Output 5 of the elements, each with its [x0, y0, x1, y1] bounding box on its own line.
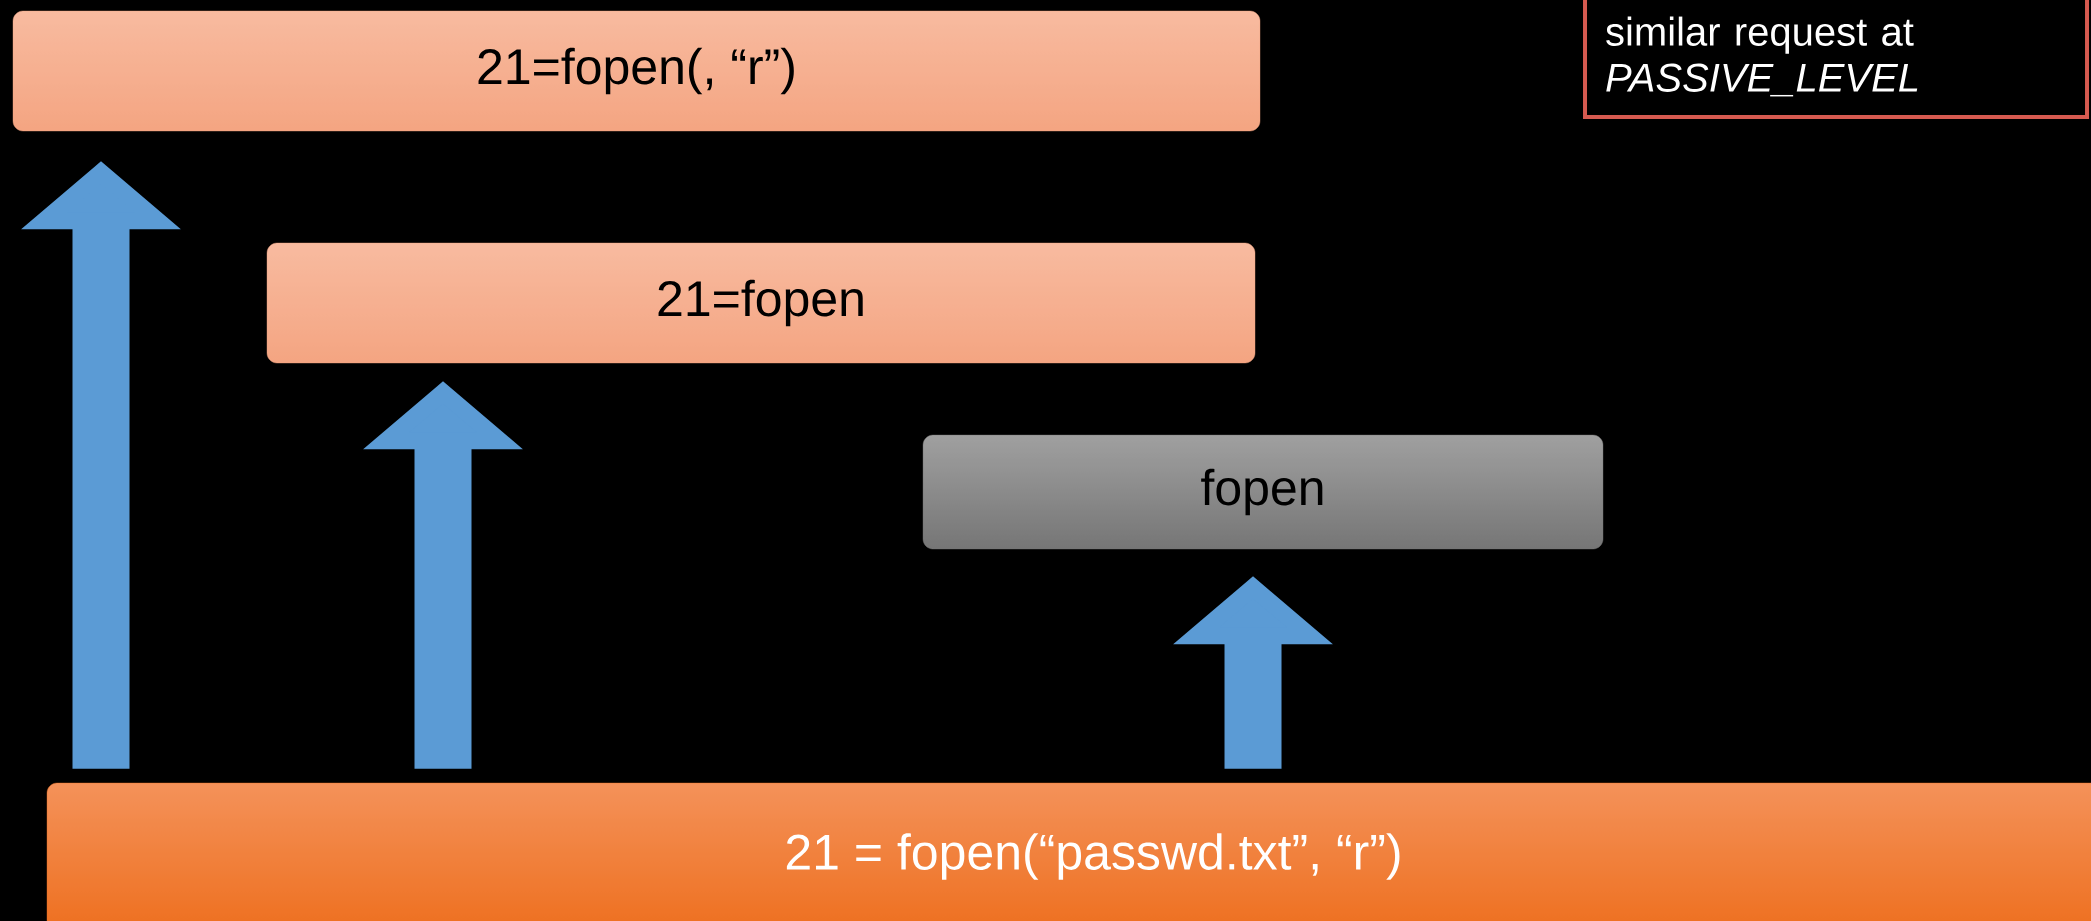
note-box: similar request at PASSIVE_LEVEL — [1583, 0, 2090, 119]
process-box: 21=fopen(, “r”) — [12, 10, 1261, 132]
process-box: fopen — [922, 434, 1604, 550]
process-box: 21=fopen — [266, 242, 1256, 364]
process-box: 21 = fopen(“passwd.txt”, “r”) — [46, 782, 2091, 921]
